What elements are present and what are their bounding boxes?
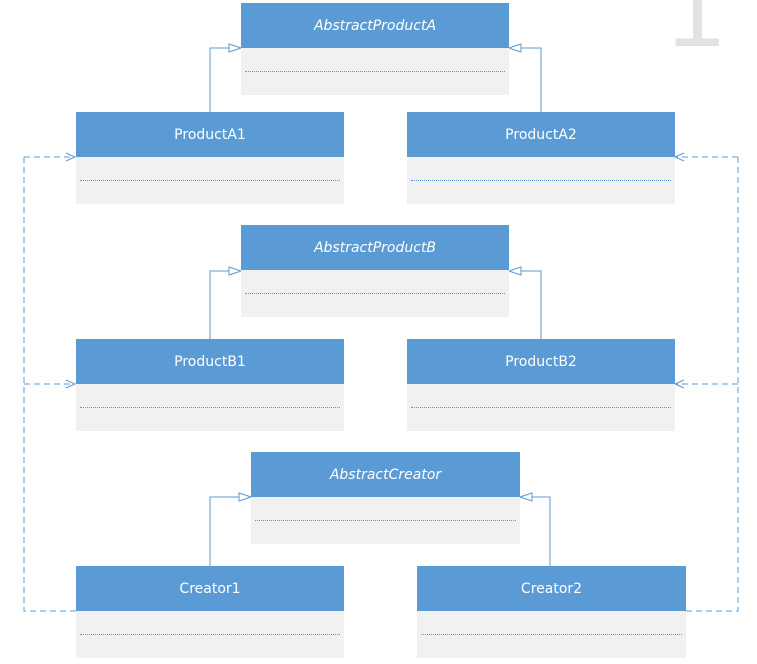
member-divider: [245, 293, 505, 294]
member-divider: [80, 180, 340, 181]
generalization-product-b1-to-abstract-product-b: [209, 271, 241, 339]
class-name: ProductA1: [76, 112, 344, 157]
class-creator1[interactable]: Creator1: [76, 566, 344, 658]
class-product-a1[interactable]: ProductA1: [76, 112, 344, 204]
generalization-product-a1-to-abstract-product-a: [209, 48, 241, 112]
class-name: ProductB1: [76, 339, 344, 384]
class-name: AbstractProductB: [241, 225, 509, 270]
class-name: AbstractProductA: [241, 3, 509, 48]
member-divider: [255, 520, 516, 521]
generalization-product-a2-to-abstract-product-a: [509, 48, 542, 112]
member-divider: [80, 634, 340, 635]
class-members: [76, 384, 344, 431]
class-members: [407, 157, 675, 204]
class-product-b1[interactable]: ProductB1: [76, 339, 344, 431]
class-abstract-creator[interactable]: AbstractCreator: [251, 452, 520, 544]
corner-number: 1: [668, 0, 726, 68]
generalization-creator1-to-abstract-creator: [209, 497, 251, 566]
member-divider: [245, 71, 505, 72]
dependency-creator1-trunk: [23, 157, 76, 612]
dependency-creator2-trunk: [686, 157, 739, 612]
generalization-product-b2-to-abstract-product-b: [509, 271, 542, 339]
member-divider: [411, 180, 671, 181]
class-members: [407, 384, 675, 431]
class-name: Creator2: [417, 566, 686, 611]
class-abstract-product-a[interactable]: AbstractProductA: [241, 3, 509, 95]
member-divider: [421, 634, 682, 635]
class-name: ProductB2: [407, 339, 675, 384]
class-members: [76, 611, 344, 658]
class-members: [241, 48, 509, 95]
generalization-creator2-to-abstract-creator: [520, 497, 551, 566]
class-name: Creator1: [76, 566, 344, 611]
class-members: [241, 270, 509, 317]
member-divider: [411, 407, 671, 408]
class-product-b2[interactable]: ProductB2: [407, 339, 675, 431]
class-abstract-product-b[interactable]: AbstractProductB: [241, 225, 509, 317]
member-divider: [80, 407, 340, 408]
class-product-a2[interactable]: ProductA2: [407, 112, 675, 204]
class-members: [251, 497, 520, 544]
class-name: ProductA2: [407, 112, 675, 157]
class-creator2[interactable]: Creator2: [417, 566, 686, 658]
class-members: [417, 611, 686, 658]
class-name: AbstractCreator: [251, 452, 520, 497]
class-members: [76, 157, 344, 204]
